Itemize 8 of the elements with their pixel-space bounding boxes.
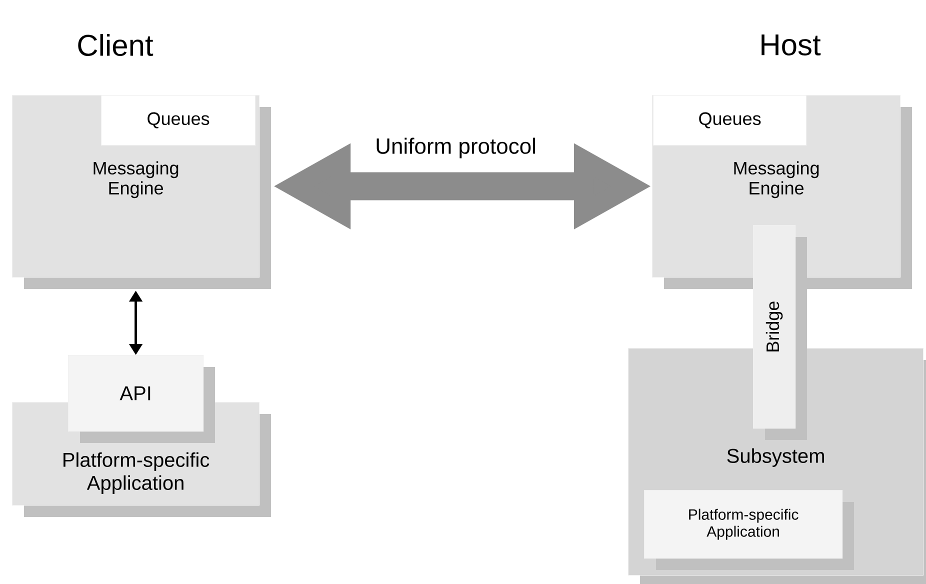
application-box: Platform-specific Application — [644, 490, 854, 570]
column-heading: Client — [78, 34, 154, 56]
queue-box: Queues — [653, 95, 807, 146]
api-box: API — [68, 355, 215, 443]
bridge-box: Bridge — [753, 225, 807, 440]
edge-label: Uniform protocol — [373, 136, 538, 160]
queue-box: Queues — [101, 95, 256, 146]
column-heading: Host — [762, 34, 821, 56]
